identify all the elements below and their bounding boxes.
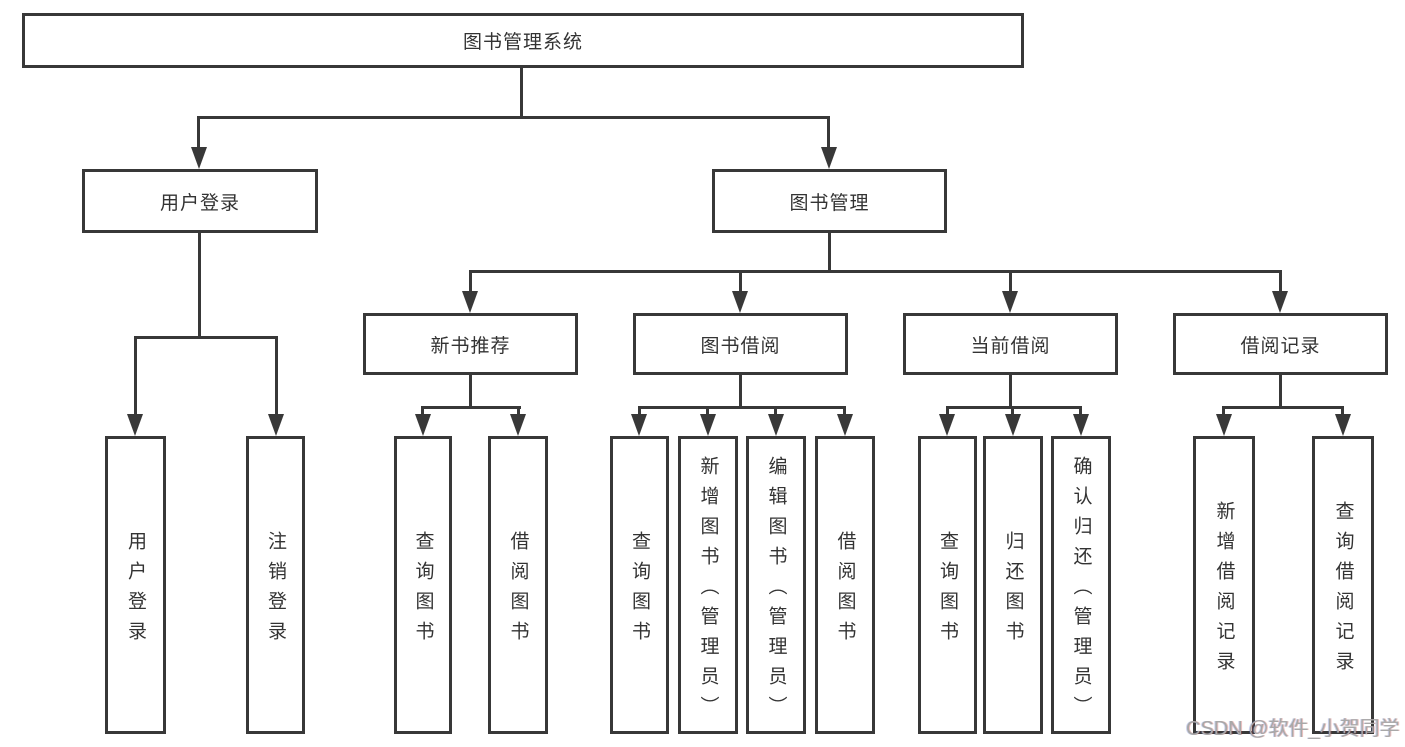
leaf-query-books-current: 查询图书 xyxy=(918,436,977,734)
node-current-borrowing: 当前借阅 xyxy=(903,313,1118,375)
node-borrowing-records: 借阅记录 xyxy=(1173,313,1388,375)
arrowhead-down-icon xyxy=(510,414,526,436)
leaf-return-books: 归还图书 xyxy=(983,436,1043,734)
arrowhead-down-icon xyxy=(939,414,955,436)
leaf-label: 查询图书 xyxy=(629,530,650,651)
line xyxy=(1009,270,1012,295)
line xyxy=(134,336,278,339)
line xyxy=(469,375,472,408)
line xyxy=(517,406,520,418)
arrowhead-down-icon xyxy=(732,291,748,313)
leaf-edit-books-admin: 编辑图书（管理员） xyxy=(746,436,806,734)
leaf-borrow-books: 借阅图书 xyxy=(815,436,875,734)
arrowhead-down-icon xyxy=(1272,291,1288,313)
line xyxy=(134,336,137,416)
line xyxy=(198,233,201,339)
leaf-query-borrow-record: 查询借阅记录 xyxy=(1312,436,1374,734)
node-root-library-management-system: 图书管理系统 xyxy=(22,13,1024,68)
line xyxy=(638,406,846,409)
arrowhead-down-icon xyxy=(1073,414,1089,436)
arrowhead-down-icon xyxy=(415,414,431,436)
node-new-book-recommendation: 新书推荐 xyxy=(363,313,578,375)
leaf-label: 确认归还（管理员） xyxy=(1070,455,1092,726)
line xyxy=(774,406,777,418)
line xyxy=(1341,406,1344,418)
leaf-query-books-recommend: 查询图书 xyxy=(394,436,452,734)
line xyxy=(520,68,523,118)
line xyxy=(197,116,200,150)
arrowhead-down-icon xyxy=(821,147,837,169)
line xyxy=(1011,406,1014,418)
leaf-label: 注销登录 xyxy=(265,530,286,651)
arrowhead-down-icon xyxy=(191,147,207,169)
leaf-query-books-borrowing: 查询图书 xyxy=(610,436,669,734)
line xyxy=(828,233,831,273)
arrowhead-down-icon xyxy=(768,414,784,436)
node-label: 当前借阅 xyxy=(970,335,1051,357)
node-label: 图书管理 xyxy=(789,192,870,214)
leaf-borrow-books-recommend: 借阅图书 xyxy=(488,436,548,734)
leaf-logout: 注销登录 xyxy=(246,436,305,734)
csdn-watermark: CSDN @软件_小贺同学 xyxy=(1186,718,1400,740)
line xyxy=(946,406,1082,409)
node-book-management: 图书管理 xyxy=(712,169,947,233)
node-label: 借阅记录 xyxy=(1240,335,1321,357)
line xyxy=(1279,270,1282,295)
leaf-label: 新增借阅记录 xyxy=(1213,500,1235,681)
arrowhead-down-icon xyxy=(1002,291,1018,313)
line xyxy=(421,406,521,409)
line xyxy=(469,270,1282,273)
leaf-label: 查询借阅记录 xyxy=(1332,500,1354,681)
line xyxy=(706,406,709,418)
leaf-label: 新增图书（管理员） xyxy=(697,455,719,726)
line xyxy=(1222,406,1225,418)
line xyxy=(739,375,742,408)
line xyxy=(946,406,949,418)
leaf-label: 借阅图书 xyxy=(507,530,529,651)
arrowhead-down-icon xyxy=(1005,414,1021,436)
line xyxy=(1222,406,1344,409)
leaf-add-borrow-record: 新增借阅记录 xyxy=(1193,436,1255,734)
node-book-borrowing: 图书借阅 xyxy=(633,313,848,375)
line xyxy=(1009,375,1012,408)
leaf-label: 查询图书 xyxy=(937,530,958,651)
arrowhead-down-icon xyxy=(1216,414,1232,436)
arrowhead-down-icon xyxy=(462,291,478,313)
line xyxy=(421,406,424,418)
arrowhead-down-icon xyxy=(631,414,647,436)
arrowhead-down-icon xyxy=(700,414,716,436)
leaf-label: 编辑图书（管理员） xyxy=(765,455,787,726)
line xyxy=(1079,406,1082,418)
line xyxy=(638,406,641,418)
arrowhead-down-icon xyxy=(1335,414,1351,436)
leaf-label: 查询图书 xyxy=(412,530,434,651)
line xyxy=(275,336,278,416)
arrowhead-down-icon xyxy=(127,414,143,436)
node-user-login: 用户登录 xyxy=(82,169,318,233)
node-label: 用户登录 xyxy=(159,192,240,214)
arrowhead-down-icon xyxy=(837,414,853,436)
leaf-label: 借阅图书 xyxy=(834,530,856,651)
leaf-confirm-return-admin: 确认归还（管理员） xyxy=(1051,436,1111,734)
line xyxy=(469,270,472,295)
line xyxy=(739,270,742,295)
line xyxy=(1279,375,1282,408)
leaf-user-login: 用户登录 xyxy=(105,436,166,734)
line xyxy=(198,116,830,119)
leaf-label: 用户登录 xyxy=(125,530,146,651)
leaf-add-books-admin: 新增图书（管理员） xyxy=(678,436,738,734)
node-label: 图书管理系统 xyxy=(462,32,583,53)
leaf-label: 归还图书 xyxy=(1002,530,1024,651)
node-label: 新书推荐 xyxy=(430,335,511,357)
line xyxy=(827,116,830,150)
arrowhead-down-icon xyxy=(268,414,284,436)
node-label: 图书借阅 xyxy=(700,335,781,357)
line xyxy=(843,406,846,418)
